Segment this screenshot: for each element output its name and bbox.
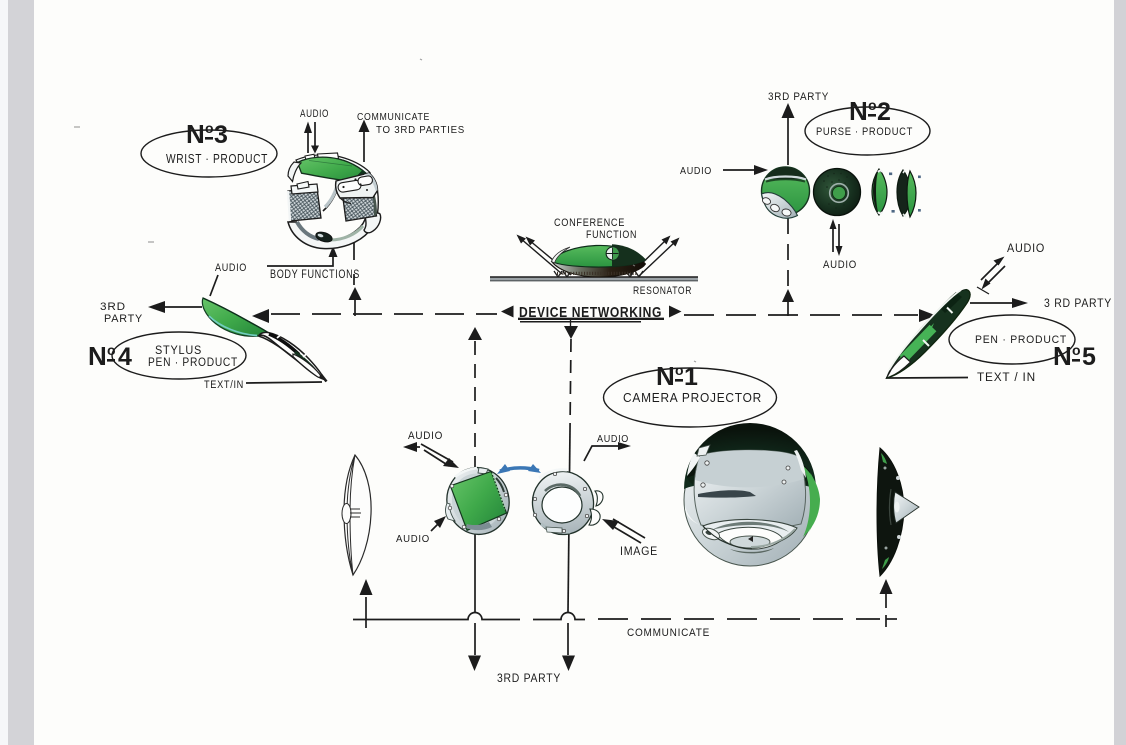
svg-text:2: 2 (877, 98, 891, 126)
svg-text:3RD PARTY: 3RD PARTY (497, 673, 561, 685)
svg-text:RESONATOR: RESONATOR (633, 285, 692, 297)
svg-text:WRIST · PRODUCT: WRIST · PRODUCT (166, 152, 268, 166)
svg-text:PEN · PRODUCT: PEN · PRODUCT (148, 357, 238, 369)
svg-text:3 RD PARTY: 3 RD PARTY (1044, 298, 1112, 310)
svg-text:N: N (186, 119, 205, 149)
svg-text:N: N (88, 341, 107, 371)
svg-text:TO 3RD PARTIES: TO 3RD PARTIES (376, 124, 465, 136)
svg-text:1: 1 (684, 363, 698, 391)
svg-text:AUDIO: AUDIO (300, 108, 329, 120)
svg-text:FUNCTION: FUNCTION (586, 229, 637, 241)
svg-text:3RD PARTY: 3RD PARTY (768, 91, 829, 103)
svg-text:PEN · PRODUCT: PEN · PRODUCT (975, 334, 1067, 346)
svg-text:3: 3 (214, 121, 228, 149)
svg-text:DEVICE NETWORKING: DEVICE NETWORKING (519, 304, 662, 321)
svg-text:AUDIO: AUDIO (215, 262, 247, 274)
svg-text:TEXT / IN: TEXT / IN (977, 372, 1036, 384)
svg-text:AUDIO: AUDIO (396, 533, 430, 545)
svg-text:N: N (1053, 341, 1072, 371)
svg-text:COMMUNICATE: COMMUNICATE (627, 627, 710, 639)
svg-text:o: o (675, 362, 684, 378)
svg-text:CAMERA PROJECTOR: CAMERA PROJECTOR (623, 391, 762, 405)
svg-text:AUDIO: AUDIO (408, 430, 443, 442)
svg-text:AUDIO: AUDIO (680, 165, 712, 177)
svg-text:o: o (1072, 342, 1081, 358)
svg-text:BODY FUNCTIONS: BODY FUNCTIONS (270, 269, 360, 281)
svg-text:N: N (849, 96, 868, 126)
svg-text:4: 4 (118, 343, 132, 371)
svg-text:o: o (107, 342, 116, 358)
svg-text:PURSE · PRODUCT: PURSE · PRODUCT (816, 126, 913, 138)
svg-text:AUDIO: AUDIO (823, 259, 857, 271)
svg-text:STYLUS: STYLUS (155, 345, 202, 357)
svg-text:o: o (205, 120, 214, 136)
svg-text:TEXT/IN: TEXT/IN (204, 379, 244, 391)
svg-text:5: 5 (1082, 343, 1096, 371)
svg-text:AUDIO: AUDIO (597, 433, 629, 445)
svg-text:AUDIO: AUDIO (1007, 243, 1045, 255)
svg-text:N: N (656, 361, 675, 391)
svg-text:IMAGE: IMAGE (620, 546, 658, 558)
svg-text:o: o (868, 97, 877, 113)
svg-text:3RD: 3RD (100, 301, 126, 313)
svg-text:CONFERENCE: CONFERENCE (554, 217, 625, 229)
svg-text:COMMUNICATE: COMMUNICATE (357, 111, 430, 123)
svg-text:PARTY: PARTY (104, 313, 143, 325)
